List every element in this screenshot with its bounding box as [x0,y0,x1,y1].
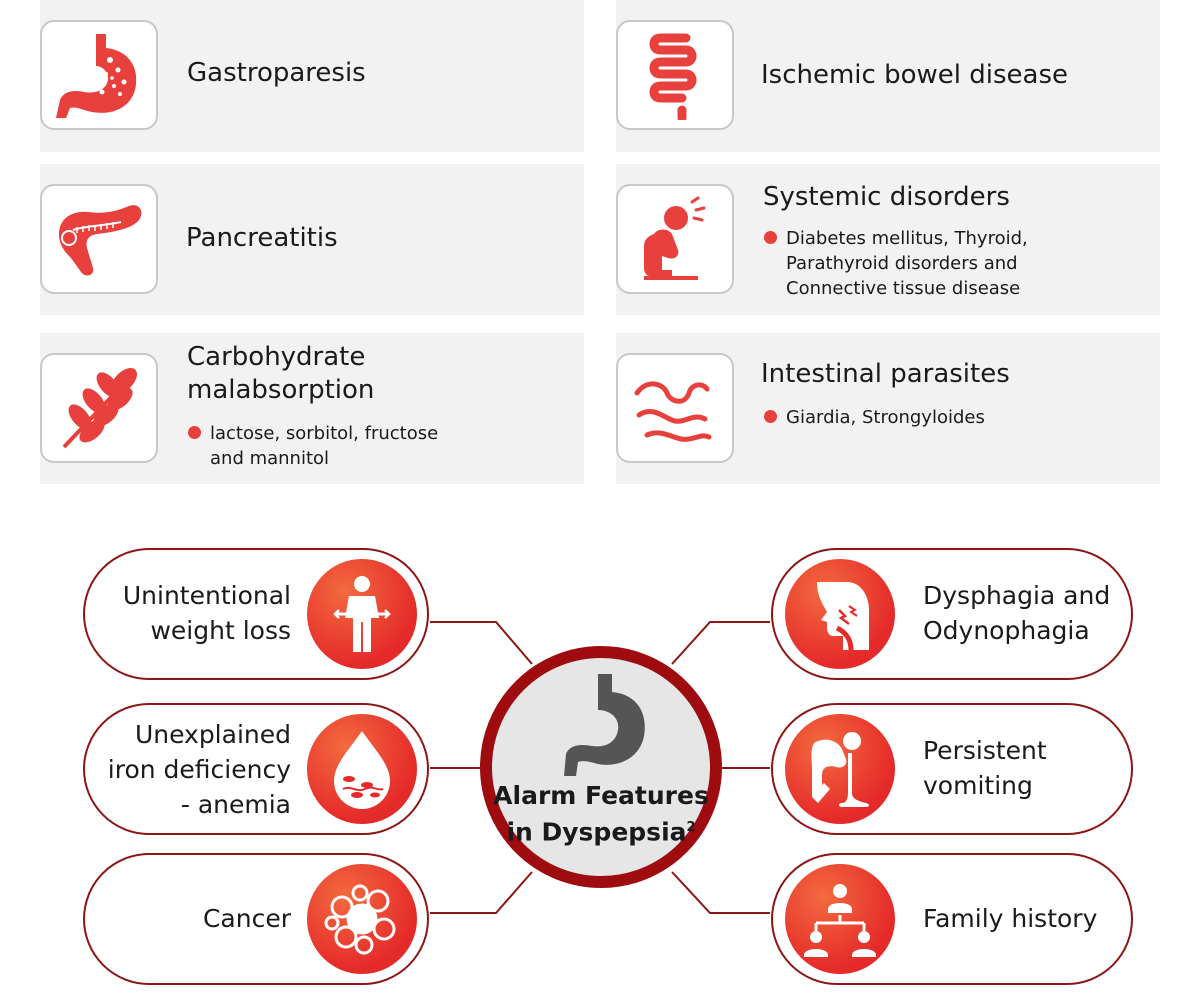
label-line: Cancer [202,904,291,933]
title-line: Carbohydrate [187,342,366,372]
feature-label: Unintentional weight loss [123,578,291,648]
condition-bullet: lactose, sorbitol, fructose and mannitol [188,421,568,471]
label-line: Dysphagia and [923,581,1111,610]
alarm-feature-family-history: Family history [771,853,1133,985]
center-title-line: Alarm Features [493,781,709,810]
condition-title: Carbohydrate malabsorption [187,341,374,407]
condition-bullet: Diabetes mellitus, Thyroid, Parathyroid … [764,226,1144,301]
condition-title: Gastroparesis [187,58,366,88]
vomiting-person-icon [785,714,895,824]
label-line: weight loss [150,616,291,645]
alarm-feature-iron-deficiency: Unexplained iron deficiency - anemia [83,703,429,835]
condition-carbohydrate-malabsorption: Carbohydrate malabsorption lactose, sorb… [40,333,584,484]
label-line: - anemia [180,790,291,819]
condition-ischemic-bowel: Ischemic bowel disease [616,0,1160,152]
wheat-icon [40,353,158,463]
title-line: malabsorption [187,375,375,405]
pancreas-icon [40,184,158,294]
feature-label: Family history [923,901,1097,936]
center-title-line: in Dyspepsia2 [506,817,696,847]
bullet-line: lactose, sorbitol, fructose [210,423,439,444]
condition-systemic-disorders: Systemic disorders Diabetes mellitus, Th… [616,164,1160,315]
blood-drop-icon [307,714,417,824]
label-line: Persistent [923,736,1047,765]
bullet-dot [764,410,777,423]
feature-label: Cancer [203,901,291,936]
alarm-center-circle: Alarm Features in Dyspepsia2 [480,646,722,888]
intestine-icon [616,20,734,130]
bullet-line: Diabetes mellitus, Thyroid, [786,228,1028,249]
condition-pancreatitis: Pancreatitis [40,164,584,315]
bullet-line: Giardia, Strongyloides [786,407,985,428]
bullet-line: and mannitol [210,448,330,469]
reference-superscript: 2 [686,820,696,835]
cancer-cells-icon [307,864,417,974]
bullet-dot [188,426,201,439]
bullet-dot [764,231,777,244]
stomach-icon [564,674,645,776]
condition-gastroparesis: Gastroparesis [40,0,584,152]
alarm-feature-weight-loss: Unintentional weight loss [83,548,429,680]
label-line: Unintentional [122,581,291,610]
condition-intestinal-parasites: Intestinal parasites Giardia, Strongyloi… [616,333,1160,484]
stomach-icon [40,20,158,130]
family-tree-icon [785,864,895,974]
weight-loss-icon [307,559,417,669]
alarm-feature-dysphagia: Dysphagia and Odynophagia [771,548,1133,680]
sick-person-icon [616,184,734,294]
feature-label: Persistent vomiting [923,733,1047,803]
feature-label: Dysphagia and Odynophagia [923,578,1110,648]
condition-title: Systemic disorders [763,182,1010,212]
worm-icon [616,353,734,463]
condition-title: Intestinal parasites [761,359,1010,389]
label-line: Family history [923,904,1098,933]
condition-bullet: Giardia, Strongyloides [764,405,1144,430]
condition-title: Ischemic bowel disease [761,60,1068,90]
label-line: Odynophagia [923,616,1090,645]
label-line: iron deficiency [107,755,291,784]
center-title: Alarm Features in Dyspepsia2 [492,780,710,848]
throat-pain-icon [785,559,895,669]
feature-label: Unexplained iron deficiency - anemia [108,717,291,822]
alarm-feature-vomiting: Persistent vomiting [771,703,1133,835]
label-line: vomiting [923,771,1033,800]
label-line: Unexplained [134,720,291,749]
bullet-line: Parathyroid disorders and [786,253,1018,274]
condition-title: Pancreatitis [186,223,338,253]
bullet-line: Connective tissue disease [786,278,1021,299]
alarm-feature-cancer: Cancer [83,853,429,985]
